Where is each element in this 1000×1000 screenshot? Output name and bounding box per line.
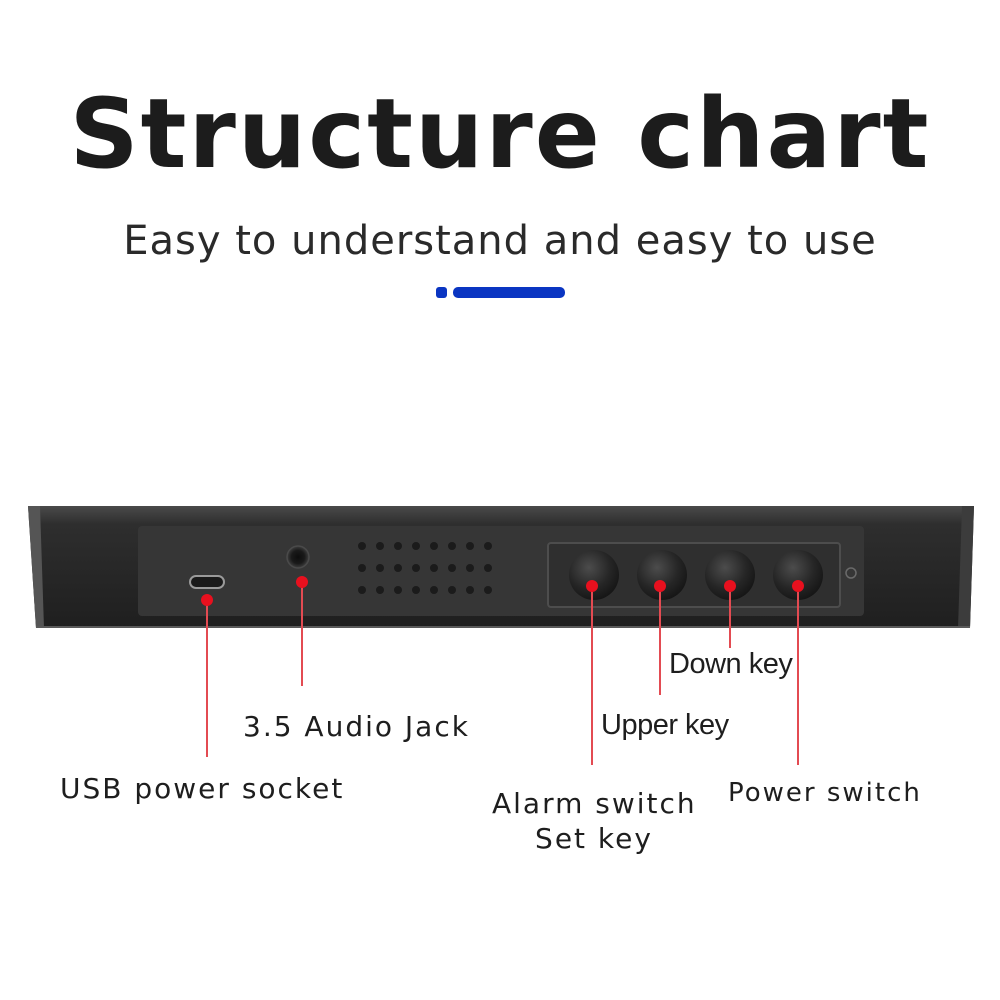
grille-hole: [394, 542, 402, 550]
grille-hole: [376, 586, 384, 594]
grille-hole: [376, 542, 384, 550]
grille-hole: [412, 564, 420, 572]
grille-hole: [430, 564, 438, 572]
page-title: Structure chart: [69, 78, 931, 190]
grille-hole: [466, 586, 474, 594]
indicator-led: [845, 567, 857, 579]
grille-hole: [430, 542, 438, 550]
grille-hole: [412, 586, 420, 594]
grille-hole: [394, 564, 402, 572]
label-alarm-switch: Alarm switch: [492, 787, 697, 820]
usb-port-icon: [189, 575, 225, 589]
accent-bar: [453, 287, 565, 298]
marker-audio: [296, 576, 308, 588]
down-key-button[interactable]: [705, 550, 755, 600]
label-audio-jack: 3.5 Audio Jack: [243, 710, 470, 743]
grille-hole: [484, 586, 492, 594]
grille-hole: [466, 542, 474, 550]
grille-hole: [376, 564, 384, 572]
grille-hole: [412, 542, 420, 550]
label-power-switch: Power switch: [728, 778, 922, 808]
grille-hole: [484, 542, 492, 550]
device-left-edge: [28, 506, 44, 628]
marker-usb: [201, 594, 213, 606]
audio-jack-icon: [286, 545, 310, 569]
label-down-key: Down key: [669, 648, 793, 680]
grille-hole: [358, 586, 366, 594]
grille-hole: [484, 564, 492, 572]
grille-hole: [358, 564, 366, 572]
power-switch-button[interactable]: [773, 550, 823, 600]
speaker-grille: [358, 542, 492, 594]
label-upper-key: Upper key: [601, 709, 729, 741]
marker-down: [724, 580, 736, 592]
label-set-key: Set key: [535, 822, 653, 855]
grille-hole: [448, 564, 456, 572]
device-right-edge: [958, 506, 974, 628]
marker-alarm: [586, 580, 598, 592]
alarm-set-button[interactable]: [569, 550, 619, 600]
marker-upper: [654, 580, 666, 592]
grille-hole: [394, 586, 402, 594]
grille-hole: [358, 542, 366, 550]
upper-key-button[interactable]: [637, 550, 687, 600]
accent-dot: [436, 287, 447, 298]
grille-hole: [466, 564, 474, 572]
grille-hole: [430, 586, 438, 594]
grille-hole: [448, 586, 456, 594]
label-usb-power-socket: USB power socket: [60, 772, 345, 805]
page-subtitle: Easy to understand and easy to use: [123, 218, 877, 264]
grille-hole: [448, 542, 456, 550]
button-housing: [547, 542, 841, 608]
marker-power: [792, 580, 804, 592]
